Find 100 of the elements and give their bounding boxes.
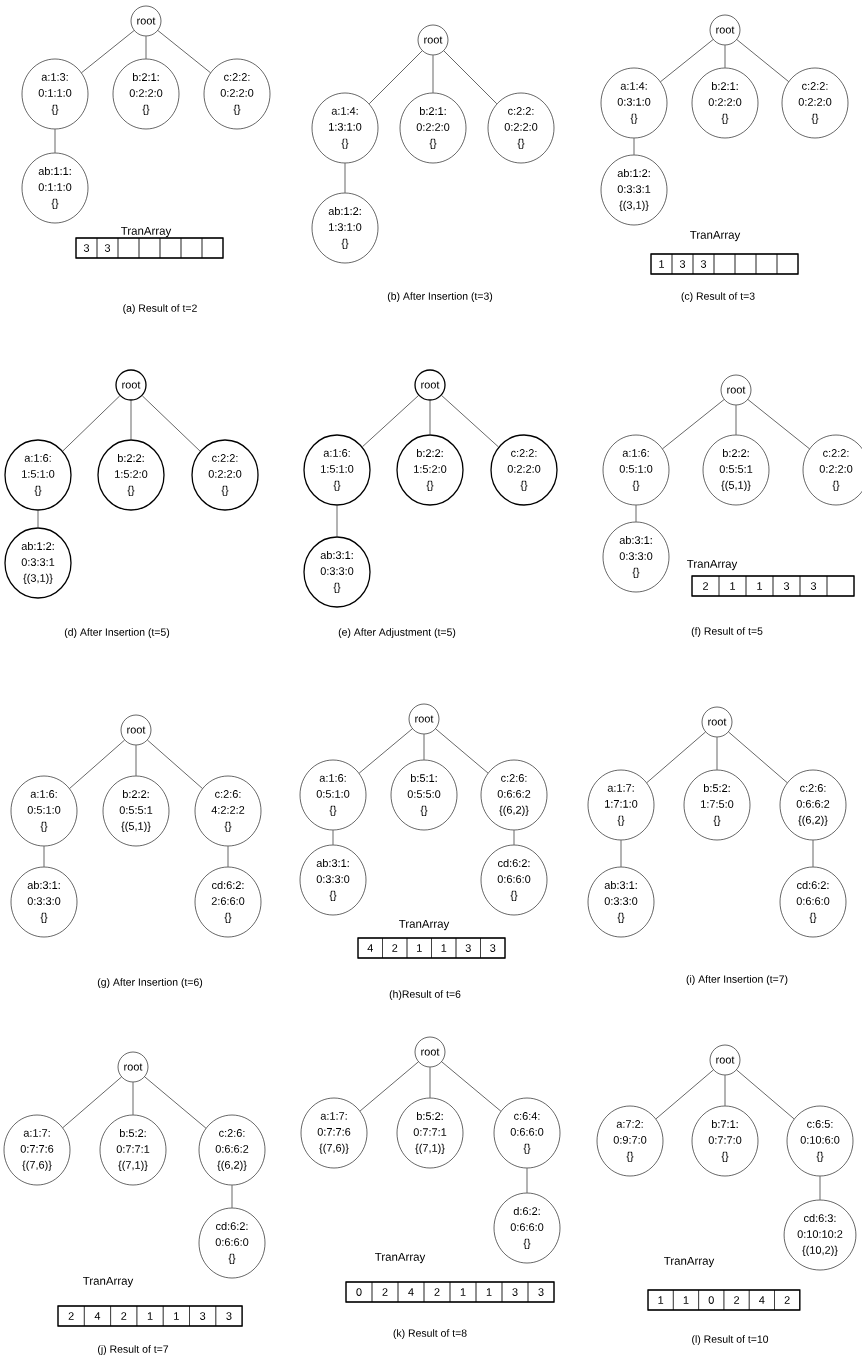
array-cell: 1 [431, 937, 457, 959]
tree-edge [513, 830, 515, 845]
array-heading: TranArray [399, 919, 450, 931]
tree-node: c:2:2: 0:2:2:0 {} [490, 434, 558, 506]
tree-node: c:2:2: 0:2:2:0 {} [191, 439, 259, 511]
array-cell: 3 [96, 237, 119, 259]
tree-edge [660, 39, 714, 82]
panel-caption: (j) Result of t=7 [98, 1345, 169, 1355]
label: 2 [68, 1312, 74, 1320]
tree-edge [724, 45, 726, 68]
array-cell: 1 [745, 575, 774, 597]
array-cell: 3 [455, 937, 481, 959]
tree-node: c:2:6: 0:6:6:2 {(6,2)} [480, 759, 548, 831]
tree-node: b:2:1: 0:2:2:0 {} [691, 67, 759, 139]
label: 1 [658, 1296, 664, 1304]
tree-edge [62, 395, 121, 452]
panel-caption: (d) After Insertion (t=5) [64, 628, 170, 638]
tree-node: cd:6:3: 0:10:10:2 {(10,2)} [783, 1199, 857, 1271]
tree-node: cd:6:2: 0:6:6:0 {} [480, 844, 548, 916]
tree-edge [432, 55, 434, 93]
tree-node: c:2:2: 0:2:2:0 {} [802, 434, 862, 506]
tree-node: b:5:2: 0:7:7:1 {(7,1)} [99, 1114, 167, 1186]
tree-edge [662, 399, 725, 450]
tree-node: a:1:6: 1:5:1:0 {} [303, 434, 371, 506]
tree-node: b:2:1: 0:2:2:0 {} [112, 58, 180, 130]
tree-node: c:2:2: 0:2:2:0 {} [203, 58, 271, 130]
tree-node: c:2:6: 0:6:6:2 {(6,2)} [779, 769, 847, 841]
tree-node: ab:1:2: 0:3:3:1 {(3,1)} [4, 527, 72, 599]
tree-edge [635, 505, 637, 522]
array-cell: 1 [718, 575, 747, 597]
array-cell: 4 [397, 1281, 425, 1303]
array-cell: 3 [692, 253, 715, 275]
array-cell: 3 [480, 937, 506, 959]
tree-node: a:1:3: 0:1:1:0 {} [21, 58, 89, 130]
tree-node: ab:3:1: 0:3:3:0 {} [303, 536, 371, 608]
tree-node: a:1:6: 0:5:1:0 {} [10, 775, 78, 847]
tree-edge [62, 1076, 122, 1128]
array-cell: 0 [698, 1289, 725, 1311]
tree-edge [81, 30, 135, 73]
tree-edge [429, 1067, 431, 1098]
array-cell: 2 [423, 1281, 451, 1303]
tree-node: ab:1:1: 0:1:1:0 {} [21, 152, 89, 224]
array-cell: 4 [84, 1305, 111, 1327]
tree-edge [368, 50, 423, 105]
tree-edge [443, 50, 498, 105]
array-heading: TranArray [121, 226, 172, 238]
tree-edge [441, 1061, 502, 1112]
array-heading: TranArray [83, 1276, 134, 1288]
array-heading: TranArray [690, 230, 741, 242]
tree-edge [728, 731, 788, 783]
panel-caption: (k) Result of t=8 [393, 1329, 467, 1339]
tree-node: c:2:6: 0:6:6:2 {(6,2)} [198, 1114, 266, 1186]
tree-node: b:5:2: 1:7:5:0 {} [683, 769, 751, 841]
array-cell: 2 [110, 1305, 138, 1327]
tree-node: d:6:2: 0:6:6:0 {} [493, 1192, 561, 1264]
label: 4 [367, 944, 373, 952]
tree-edge [142, 395, 201, 452]
array-heading: TranArray [375, 1252, 426, 1264]
panel-caption: (b) After Insertion (t=3) [387, 292, 493, 302]
tree-edge [736, 1069, 795, 1120]
array-cell: 2 [774, 1289, 801, 1311]
array-cell: 3 [671, 253, 694, 275]
tree-edge [135, 745, 137, 776]
tree-node: ab:3:1: 0:3:3:0 {} [299, 844, 367, 916]
tree-node: a:7:2: 0:9:7:0 {} [596, 1105, 664, 1177]
tree-edge [362, 395, 419, 448]
tree-edge [54, 129, 56, 153]
tree-edge [336, 505, 338, 537]
tree-edge [724, 1075, 726, 1106]
tree-node: a:1:7: 1:7:1:0 {} [587, 769, 655, 841]
tree-node: ab:3:1: 0:3:3:0 {} [10, 866, 78, 938]
array-cell: 1 [449, 1281, 477, 1303]
tree-node: c:6:5: 0:10:6:0 {} [786, 1105, 854, 1177]
array-cell: 1 [162, 1305, 190, 1327]
tree-edge [147, 739, 203, 789]
tree-node: a:1:7: 0:7:7:6 {(7,6)} [3, 1114, 71, 1186]
tree-edge [435, 728, 489, 774]
tree-edge [43, 846, 45, 867]
panel-caption: (h)Result of t=6 [389, 990, 461, 1000]
tree-edge [37, 510, 39, 528]
tree-edge [358, 728, 413, 774]
label: 2 [703, 582, 709, 590]
array-cell: 3 [215, 1305, 243, 1327]
tree-edge [735, 405, 737, 435]
array-cell: 3 [799, 575, 828, 597]
tree-node: b:2:2: 1:5:2:0 {} [396, 434, 464, 506]
tree-edge [441, 395, 499, 448]
tree-edge [747, 399, 810, 450]
array-cell: 2 [382, 937, 408, 959]
label: 0 [356, 1288, 362, 1296]
array-cell: 2 [723, 1289, 750, 1311]
tree-edge [819, 1176, 821, 1200]
tree-node: ab:3:1: 0:3:3:0 {} [602, 521, 670, 593]
tree-node: b:2:2: 0:5:5:1 {(5,1)} [102, 775, 170, 847]
tree-edge [145, 36, 147, 59]
tree-node: ab:1:2: 0:3:3:1 {(3,1)} [600, 154, 668, 226]
tree-node: c:6:4: 0:6:6:0 {} [493, 1097, 561, 1169]
panel-caption: (e) After Adjustment (t=5) [338, 628, 456, 638]
tree-edge [429, 400, 431, 435]
tree-edge [620, 840, 622, 867]
